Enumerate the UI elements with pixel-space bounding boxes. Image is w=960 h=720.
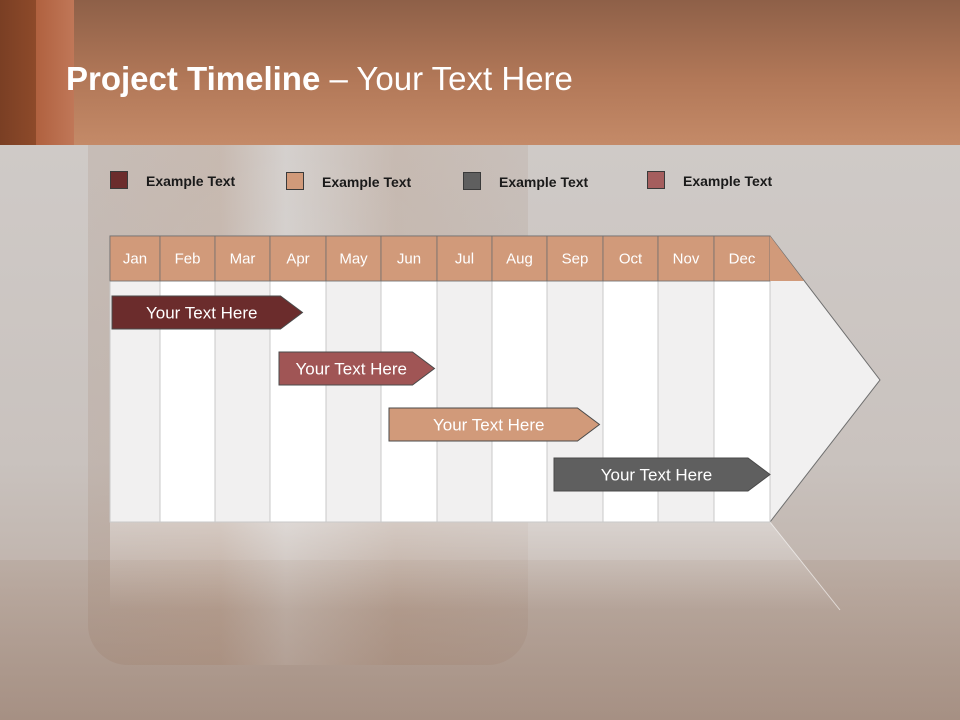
legend-swatch	[647, 171, 665, 189]
month-column	[380, 280, 438, 523]
title-rest: – Your Text Here	[320, 60, 573, 97]
legend-label: Example Text	[499, 174, 589, 190]
month-column	[436, 280, 493, 523]
legend-label: Example Text	[683, 173, 773, 189]
month-label: Feb	[175, 251, 201, 268]
header-band	[0, 0, 960, 145]
month-label: Mar	[230, 251, 256, 268]
task-bar	[278, 351, 436, 386]
reflection-edge	[769, 521, 841, 611]
task-label: Your Text Here	[295, 360, 407, 379]
task-bar	[388, 407, 601, 442]
timeline-reflection	[110, 522, 840, 610]
month-header-cell	[546, 235, 604, 282]
month-label: Sep	[562, 251, 589, 268]
month-label: May	[339, 251, 368, 268]
month-label: Oct	[619, 251, 643, 268]
month-header-cell	[214, 235, 271, 282]
task-bar	[111, 295, 304, 330]
legend-swatch	[286, 172, 304, 190]
month-header: Jan Feb Mar Apr May Jun Jul Aug Sep Oct Nov Dec	[109, 235, 804, 282]
month-header-cell	[436, 235, 493, 282]
task-bar	[553, 457, 771, 492]
month-header-cell	[159, 235, 216, 282]
task-label: Your Text Here	[433, 416, 545, 435]
month-label: Dec	[729, 251, 756, 268]
month-header-cell	[109, 235, 161, 282]
legend-swatch	[110, 171, 128, 189]
month-label: Jan	[123, 251, 147, 268]
month-column	[325, 280, 382, 523]
header-strip	[36, 0, 74, 145]
month-column	[491, 280, 548, 523]
month-label: Aug	[506, 251, 533, 268]
month-header-cell	[657, 235, 715, 282]
legend-label: Example Text	[146, 173, 236, 189]
legend-label: Example Text	[322, 174, 412, 190]
month-label: Apr	[286, 251, 309, 268]
task-label: Your Text Here	[601, 466, 713, 485]
month-header-cell	[491, 235, 548, 282]
month-label: Jun	[397, 251, 421, 268]
month-label: Jul	[455, 251, 474, 268]
month-header-tip	[770, 236, 804, 281]
month-header-cell	[269, 235, 327, 282]
slide-title: Project Timeline – Your Text Here	[66, 60, 573, 98]
legend-swatch	[463, 172, 481, 190]
task-label: Your Text Here	[146, 304, 258, 323]
month-label: Nov	[673, 251, 700, 268]
title-bold: Project Timeline	[66, 60, 321, 97]
